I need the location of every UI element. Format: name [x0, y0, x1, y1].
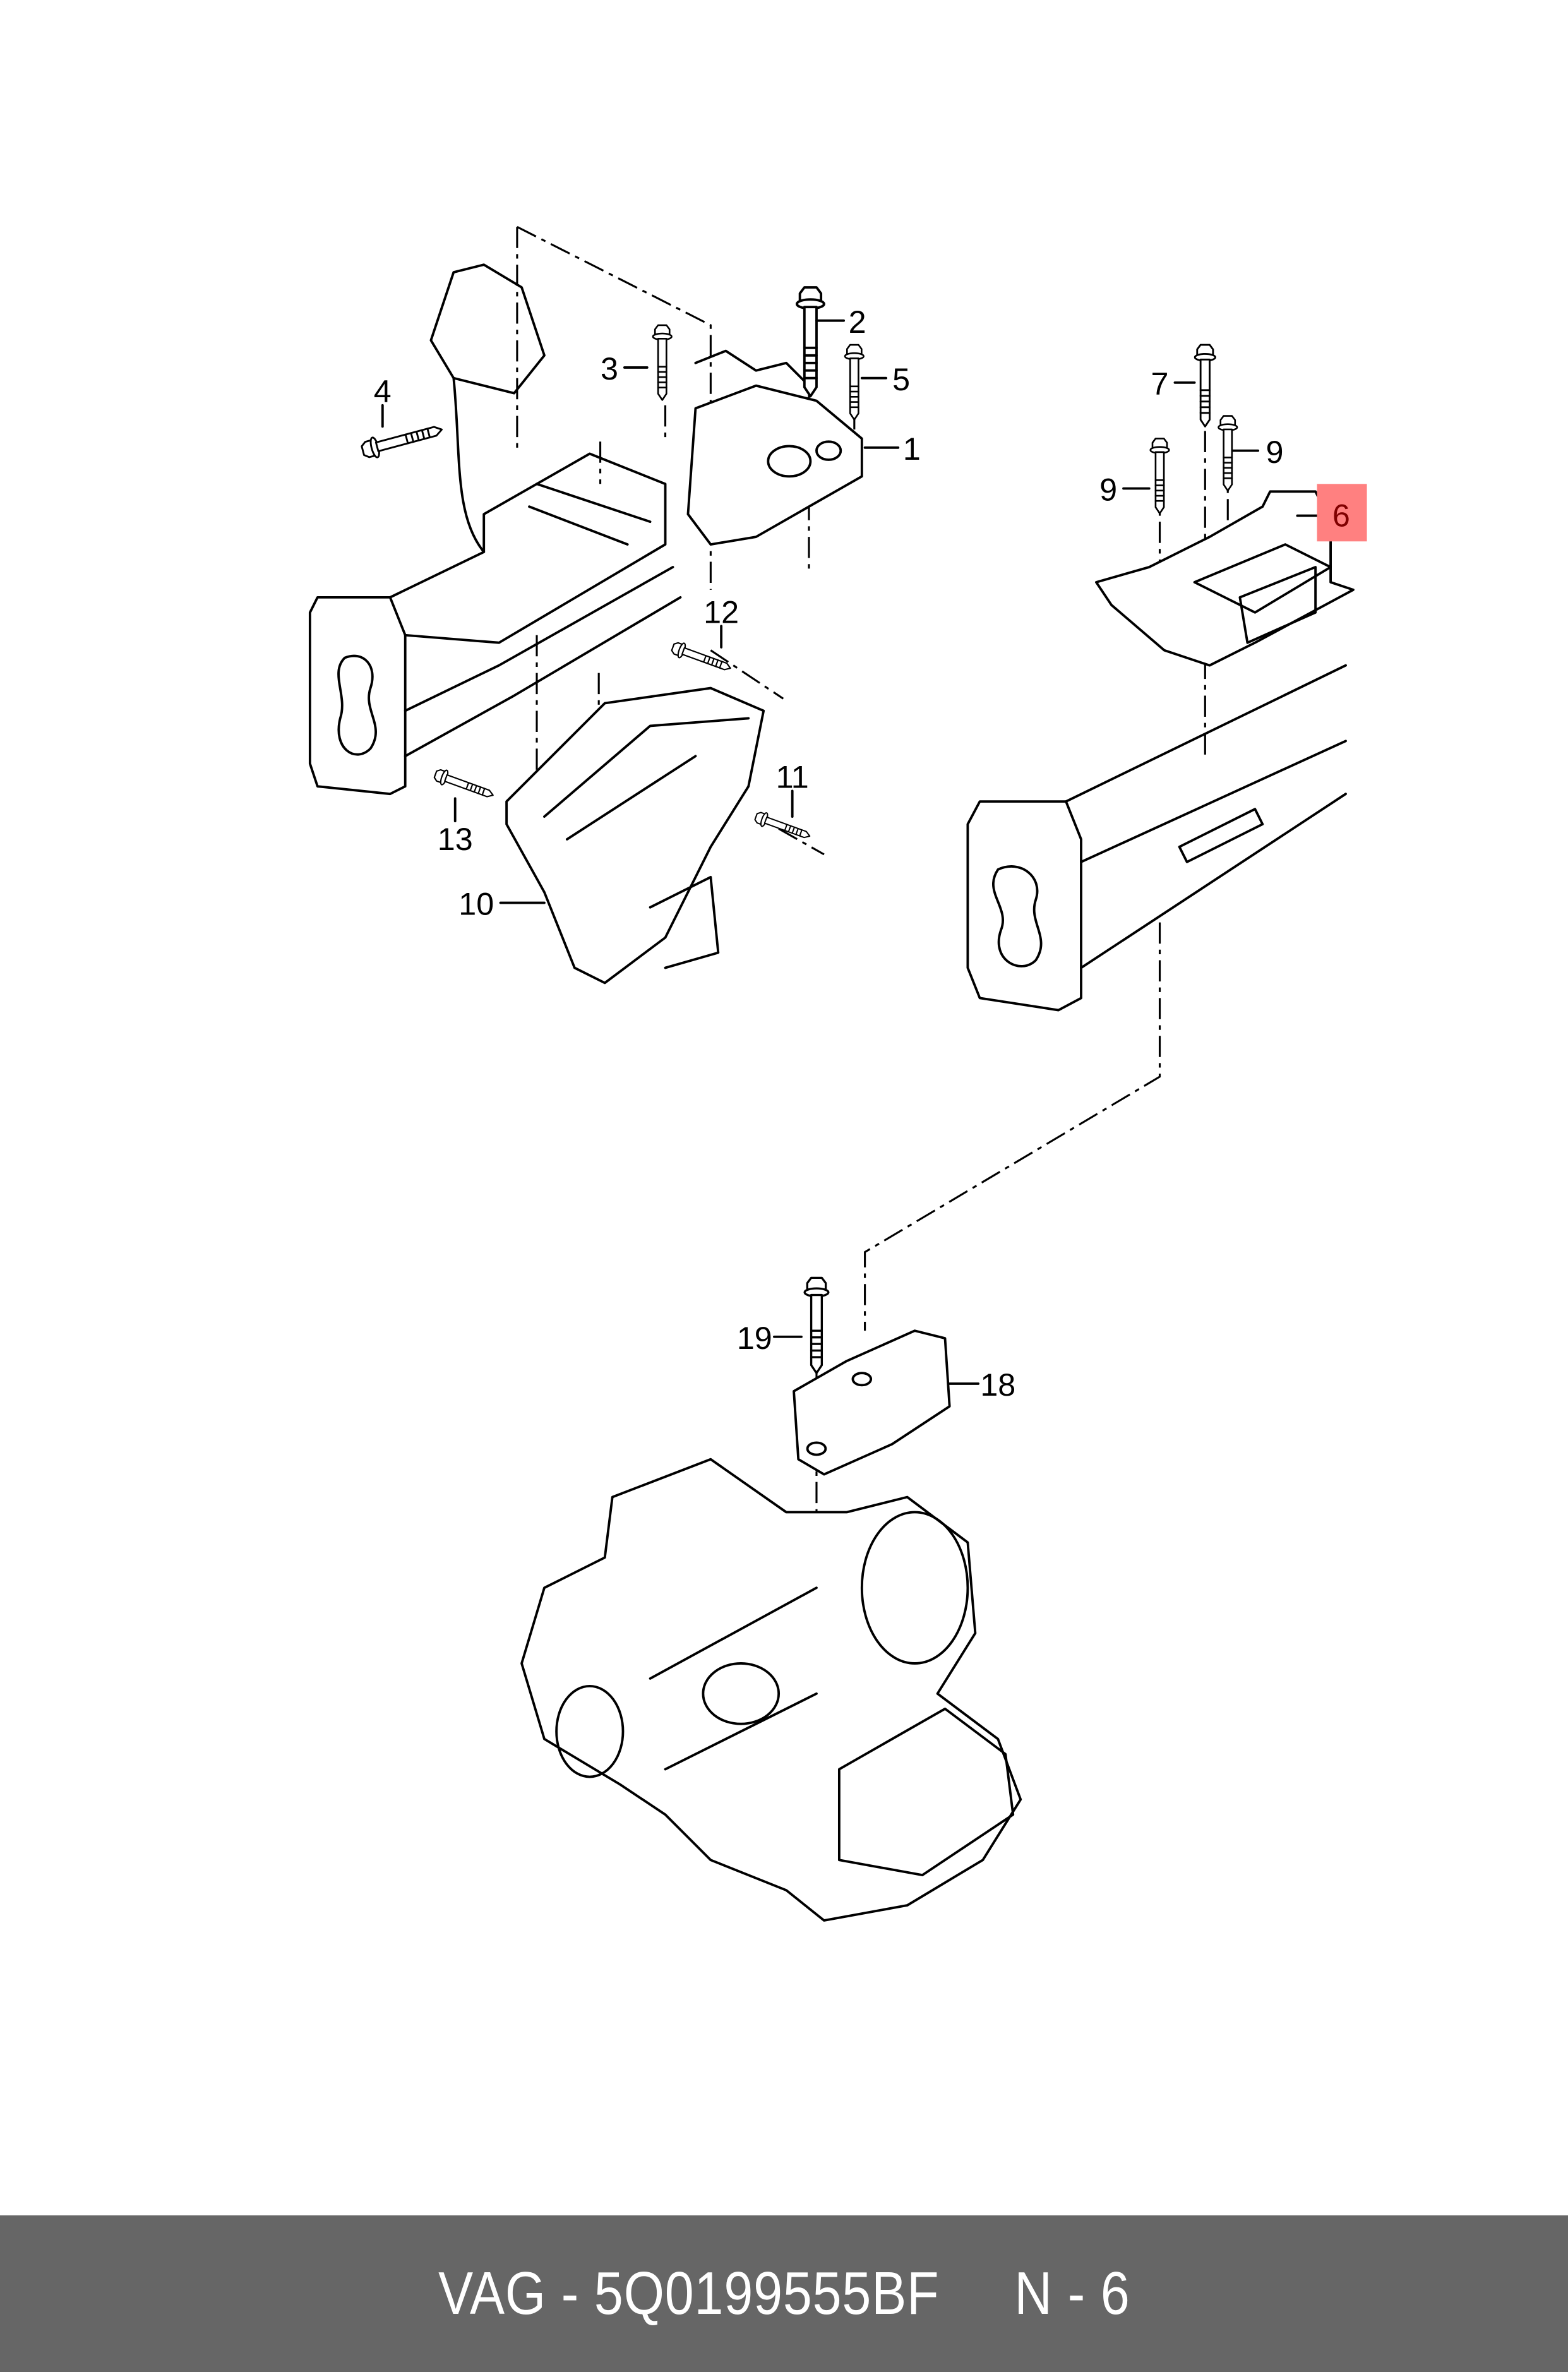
right-subframe	[966, 664, 1347, 1012]
bolt-5-icon	[844, 344, 865, 421]
callout-13[interactable]: 13	[438, 821, 473, 857]
gearbox	[520, 1458, 1022, 1922]
bolt-7-icon	[1194, 344, 1217, 428]
callout-5[interactable]: 5	[892, 361, 910, 397]
callout-9-left[interactable]: 9	[1099, 472, 1117, 508]
leader-lines	[381, 319, 1326, 1385]
bolt-19-icon	[803, 1276, 830, 1375]
bolt-12-icon	[669, 638, 734, 677]
bolt-11-icon	[752, 808, 814, 844]
bolt-9-right-icon	[1217, 414, 1238, 492]
callout-7[interactable]: 7	[1151, 366, 1169, 402]
bolt-4-icon	[359, 418, 446, 462]
highlight-box	[1317, 484, 1367, 542]
bolt-13-icon	[431, 765, 497, 804]
callout-1[interactable]: 1	[903, 431, 921, 467]
callout-18[interactable]: 18	[980, 1367, 1015, 1403]
bolt-3-icon	[652, 323, 673, 402]
left-subframe	[308, 263, 682, 796]
gearbox-mount	[793, 1329, 951, 1476]
callout-9-right[interactable]: 9	[1266, 434, 1284, 470]
bolt-9-left-icon	[1149, 437, 1171, 515]
callout-11[interactable]: 11	[776, 759, 809, 795]
callout-3[interactable]: 3	[601, 350, 618, 386]
exploded-parts-diagram: 1 2 3 4 5 6 7 9 9 10 11 12 13 18 19	[308, 225, 1367, 1922]
callout-4[interactable]: 4	[374, 373, 392, 409]
callout-2[interactable]: 2	[849, 304, 866, 340]
callout-12[interactable]: 12	[703, 594, 739, 630]
bolt-2-icon	[795, 286, 825, 398]
callout-6-highlighted[interactable]: 6	[1332, 497, 1350, 533]
callout-19[interactable]: 19	[737, 1320, 772, 1356]
gearbox-bracket	[505, 686, 765, 985]
part-number-footer: VAG - 5Q0199555BF N - 6	[0, 2215, 1568, 2372]
callout-10[interactable]: 10	[458, 886, 494, 922]
transmission-mount	[1095, 490, 1355, 667]
engine-mount	[686, 349, 863, 546]
callout-labels: 1 2 3 4 5 6 7 9 9 10 11 12 13 18 19	[374, 304, 1350, 1403]
part-number-caption: VAG - 5Q0199555BF N - 6	[438, 2260, 1130, 2327]
